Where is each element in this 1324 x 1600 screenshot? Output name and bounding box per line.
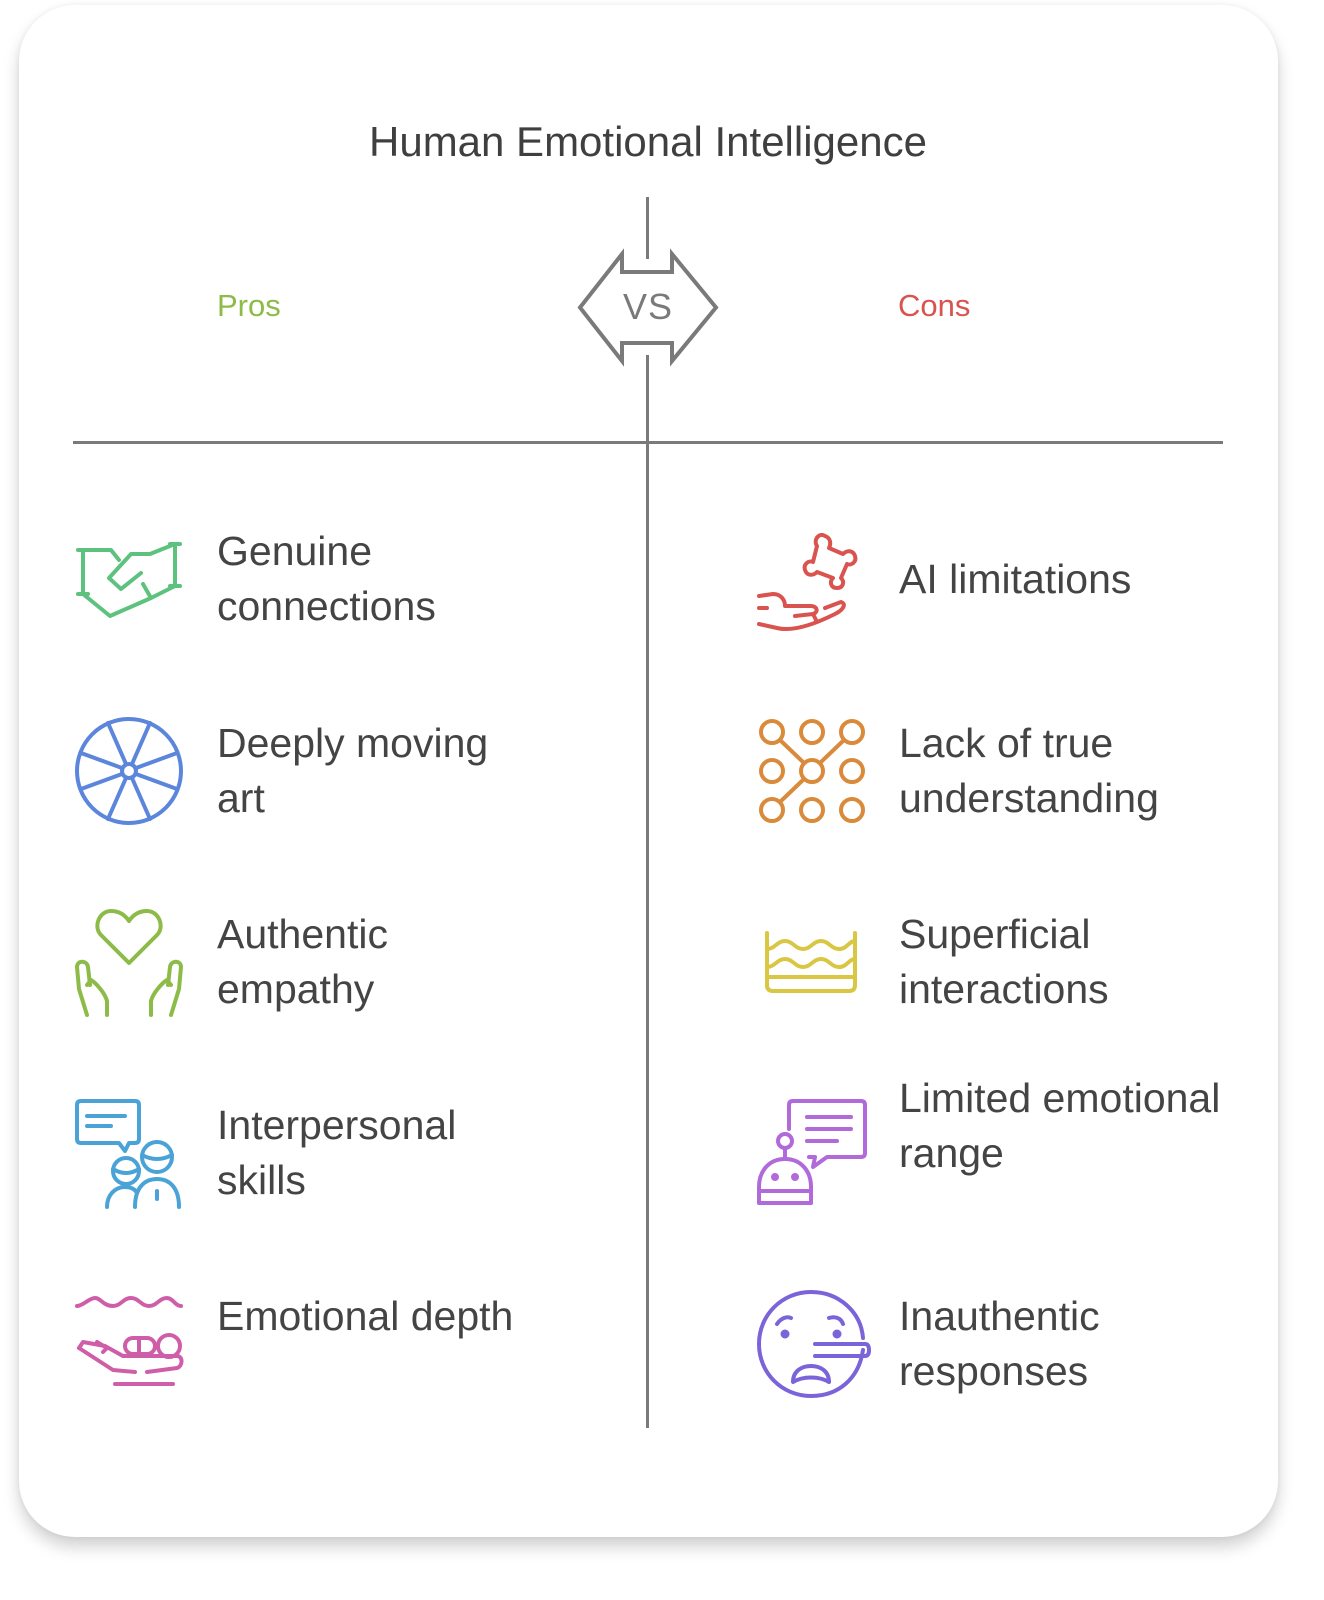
center-divider-top bbox=[646, 197, 649, 259]
con-item-label: Limited emotional range bbox=[899, 1075, 1221, 1176]
heart-hands-icon bbox=[75, 909, 183, 1017]
handshake-icon bbox=[76, 542, 182, 618]
hand-waves-icon bbox=[75, 1296, 184, 1386]
pro-item-label: Authentic empathy bbox=[217, 911, 388, 1012]
chat-people-icon bbox=[75, 1099, 181, 1209]
con-item-label: Inauthentic responses bbox=[899, 1293, 1100, 1394]
con-item-label: Superficial interactions bbox=[899, 911, 1109, 1012]
pro-item-label: Interpersonal skills bbox=[217, 1102, 457, 1203]
node-grid-icon bbox=[759, 719, 865, 823]
center-divider bbox=[646, 355, 649, 1428]
cons-heading: Cons bbox=[898, 288, 971, 323]
vs-badge-shape bbox=[577, 248, 719, 367]
con-item-label: AI limitations bbox=[899, 556, 1132, 602]
pros-heading: Pros bbox=[217, 288, 281, 323]
pro-item-label: Emotional depth bbox=[217, 1293, 514, 1339]
page-title: Human Emotional Intelligence bbox=[369, 118, 927, 165]
con-item-label: Lack of true understanding bbox=[899, 720, 1159, 821]
header-divider bbox=[73, 441, 1223, 444]
water-container-icon bbox=[765, 931, 857, 993]
puzzle-hand-icon bbox=[757, 533, 858, 631]
lying-face-icon bbox=[757, 1290, 871, 1398]
robot-chat-icon bbox=[757, 1099, 867, 1205]
pro-item-label: Genuine connections bbox=[217, 528, 436, 629]
wheel-icon bbox=[75, 717, 183, 825]
vs-label: VS bbox=[622, 286, 674, 327]
pro-item-label: Deeply moving art bbox=[217, 720, 489, 821]
